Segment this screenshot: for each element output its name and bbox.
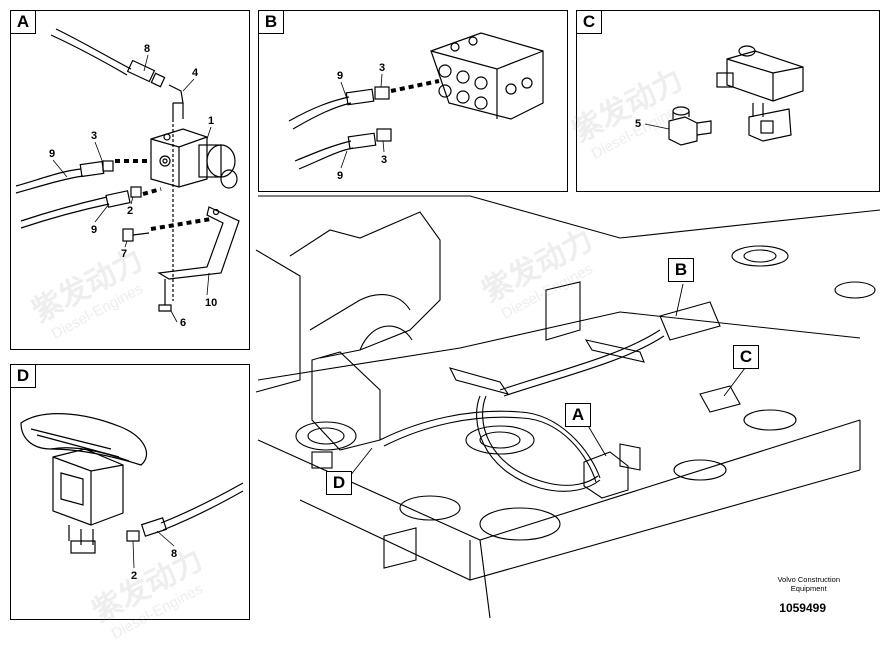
brand-line-1: Volvo Construction	[777, 575, 840, 584]
panel-c-label: C	[576, 10, 602, 34]
panel-b-label: B	[258, 10, 284, 34]
part-number: 9	[91, 224, 97, 236]
watermark-text: 紫发动力	[476, 223, 599, 309]
part-number: 7	[121, 248, 127, 260]
part-number: 9	[337, 170, 343, 182]
detail-panel-b: 9 3 3 9 B	[258, 10, 568, 192]
part-number: 9	[337, 70, 343, 82]
panel-b-drawing: 9 3 3 9	[288, 32, 544, 182]
panel-d-drawing: 2 8	[20, 413, 244, 582]
watermark-subtext: Diesel-Engines	[498, 260, 596, 323]
part-number: 3	[381, 154, 387, 166]
panel-a-part-numbers: 8 4 1 3 9 2 9 7 10 6	[49, 43, 217, 329]
part-number: 5	[635, 118, 641, 130]
panel-a-label: A	[10, 10, 36, 34]
part-number: 8	[144, 43, 150, 55]
callout-a: A	[565, 403, 591, 427]
document-number: 1059499	[779, 601, 826, 615]
callout-c: C	[733, 345, 759, 369]
part-number: 4	[192, 67, 199, 79]
part-number: 6	[180, 317, 186, 329]
part-number: 8	[171, 548, 177, 560]
detail-panel-d: 2 8 D	[10, 364, 250, 620]
part-number: 1	[208, 115, 214, 127]
part-number: 9	[49, 148, 55, 160]
callout-d: D	[326, 471, 352, 495]
part-number: 10	[205, 297, 217, 309]
part-number: 3	[91, 130, 97, 142]
panel-a-drawing: 8 4 1 3 9 2 9 7 10 6	[15, 28, 240, 329]
panel-c-drawing: 5	[635, 45, 804, 146]
brand-caption: Volvo Construction Equipment	[777, 575, 840, 593]
brand-line-2: Equipment	[790, 584, 827, 593]
detail-panel-a: 8 4 1 3 9 2 9 7 10 6 A	[10, 10, 250, 350]
part-number: 2	[131, 570, 137, 582]
part-number: 2	[127, 205, 133, 217]
detail-panel-c: 5 C	[576, 10, 880, 192]
part-number: 3	[379, 62, 385, 74]
panel-d-label: D	[10, 364, 36, 388]
callout-b: B	[668, 258, 694, 282]
